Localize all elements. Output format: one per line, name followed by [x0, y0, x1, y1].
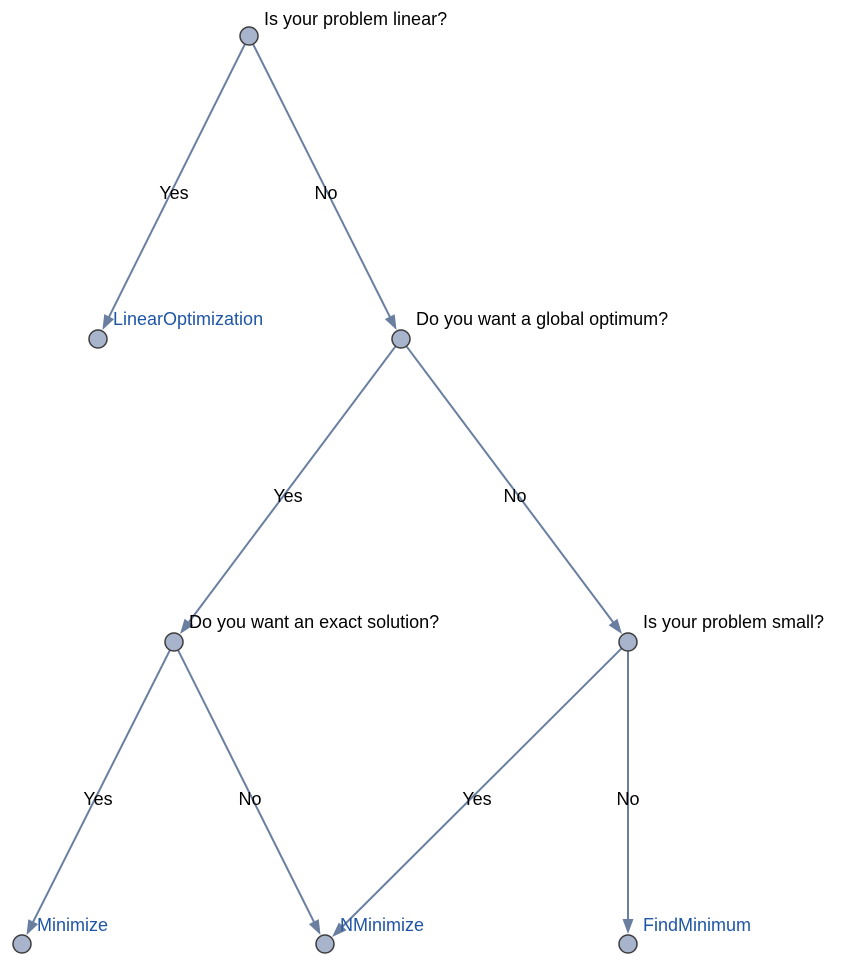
edge-line [107, 43, 246, 319]
result-node-r-findminimum [618, 934, 638, 954]
result-node-r-nminimize [315, 934, 335, 954]
question-node-q-linear [239, 26, 259, 46]
question-node-q-exact [164, 632, 184, 652]
edges-layer [26, 43, 634, 937]
edge-label-yes: Yes [83, 789, 112, 809]
result-label-r-minimize: Minimize [37, 915, 108, 935]
edge-q-global-to-q-small [405, 345, 623, 634]
edge-label-yes: Yes [462, 789, 491, 809]
result-node-r-linear-opt [88, 329, 108, 349]
edge-q-small-to-r-nminimize [332, 647, 623, 937]
edge-q-global-to-q-exact [179, 345, 397, 634]
edge-q-exact-to-r-nminimize [177, 649, 321, 936]
question-label-q-linear: Is your problem linear? [264, 9, 447, 29]
arrowhead-icon [622, 919, 634, 934]
result-label-r-linear-opt: LinearOptimization [113, 309, 263, 329]
question-label-q-exact: Do you want an exact solution? [189, 612, 439, 632]
arrowhead-icon [308, 919, 321, 936]
arrowhead-icon [102, 314, 115, 331]
result-node-r-minimize [12, 934, 32, 954]
edge-line [177, 649, 316, 924]
edge-line [186, 345, 397, 625]
edge-label-no: No [314, 183, 337, 203]
arrowhead-icon [26, 919, 39, 936]
edge-line [252, 43, 392, 319]
edge-label-yes: Yes [273, 486, 302, 506]
edge-label-no: No [503, 486, 526, 506]
edge-q-exact-to-r-minimize [26, 649, 171, 936]
nodes-layer [12, 26, 638, 954]
result-label-r-nminimize: NMinimize [340, 915, 424, 935]
arrowhead-icon [332, 922, 347, 937]
edge-label-yes: Yes [159, 183, 188, 203]
edge-q-small-to-r-findminimum [622, 651, 634, 934]
edge-line [405, 345, 616, 625]
arrowhead-icon [179, 618, 194, 634]
edge-q-linear-to-r-linear-opt [102, 43, 246, 331]
edge-line [31, 649, 171, 924]
edge-label-no: No [238, 789, 261, 809]
edge-q-linear-to-q-global [252, 43, 397, 331]
question-node-q-small [618, 632, 638, 652]
question-label-q-global: Do you want a global optimum? [416, 309, 668, 329]
arrowhead-icon [384, 314, 397, 331]
edge-label-no: No [616, 789, 639, 809]
edge-line [340, 647, 623, 929]
question-label-q-small: Is your problem small? [643, 612, 824, 632]
question-node-q-global [391, 329, 411, 349]
result-label-r-findminimum: FindMinimum [643, 915, 751, 935]
arrowhead-icon [608, 618, 623, 634]
